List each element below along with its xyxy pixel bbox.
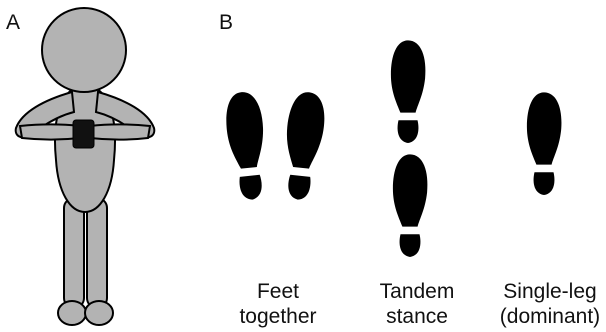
torso xyxy=(54,84,116,214)
caption-tandem-stance: Tandem stance xyxy=(379,280,455,328)
device xyxy=(72,119,95,149)
caption-feet-together: Feet together xyxy=(239,280,317,328)
feet-together-left-footprint xyxy=(223,90,271,202)
single-leg-footprint xyxy=(526,92,562,195)
right-foot xyxy=(84,300,114,326)
panel-b-label: B xyxy=(219,11,234,34)
head xyxy=(41,7,127,93)
panel-a-label: A xyxy=(6,11,21,34)
caption-single-leg: Single-leg (dominant) xyxy=(499,280,601,328)
tandem-front-footprint xyxy=(390,40,426,144)
tandem-back-footprint xyxy=(392,154,428,257)
feet-together-right-footprint xyxy=(279,90,328,202)
